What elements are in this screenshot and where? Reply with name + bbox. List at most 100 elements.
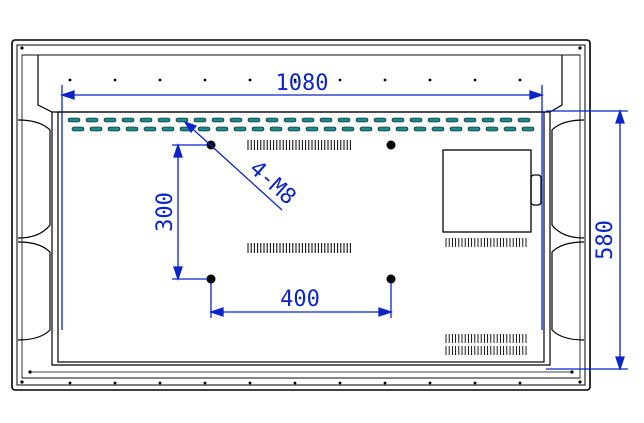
bezel-dot <box>113 78 117 82</box>
vent-slot <box>409 117 423 123</box>
corner-dot <box>570 370 574 374</box>
height-label: 580 <box>593 220 618 260</box>
vent-slot <box>139 117 153 123</box>
bezel-dot <box>518 78 522 82</box>
vent-slot <box>211 117 225 123</box>
vent-slot <box>175 117 189 123</box>
vent-slot <box>121 117 135 123</box>
vent-slot <box>287 126 301 132</box>
top-vent-slots <box>67 117 535 132</box>
bezel-dot <box>428 78 432 82</box>
corner-dot <box>20 380 24 384</box>
dimension-labels: 1080 580 400 300 4-M8 <box>153 71 618 312</box>
vesa-mount-holes <box>206 140 396 284</box>
corner-dot <box>578 46 582 50</box>
bezel-dot <box>383 78 387 82</box>
bezel-dot <box>338 381 342 385</box>
vent-strip-lower <box>247 243 351 253</box>
inner-frame <box>30 55 572 373</box>
bezel-dot <box>473 381 477 385</box>
vent-slot <box>125 126 139 132</box>
vent-slot <box>247 117 261 123</box>
vent-slot <box>85 117 99 123</box>
vent-slot <box>359 126 373 132</box>
corner-dot <box>28 370 32 374</box>
bezel-dot <box>203 381 207 385</box>
vent-slot <box>157 117 171 123</box>
vent-strip-upper <box>247 140 351 150</box>
vent-slot <box>67 117 81 123</box>
vent-slot <box>449 126 463 132</box>
dimension-lines <box>59 85 628 372</box>
vent-slot <box>319 117 333 123</box>
vent-slot <box>521 126 535 132</box>
vent-slot <box>301 117 315 123</box>
middle-vent-strips <box>247 140 351 253</box>
vent-slot <box>89 126 103 132</box>
vent-slot <box>251 126 265 132</box>
vent-slot <box>355 117 369 123</box>
vent-slot <box>215 126 229 132</box>
bezel-dot <box>248 78 252 82</box>
vent-slot <box>467 126 481 132</box>
bezel-dot <box>68 78 72 82</box>
vent-slot <box>391 117 405 123</box>
vent-slot <box>517 117 531 123</box>
bezel-dot <box>383 381 387 385</box>
vesa-horizontal-label: 400 <box>280 287 320 312</box>
vent-slot <box>377 126 391 132</box>
vent-slot <box>233 126 247 132</box>
io-panel-box <box>442 149 542 355</box>
vesa-hole-top-right <box>386 140 396 150</box>
bezel-dot <box>68 381 72 385</box>
bezel-dot <box>338 78 342 82</box>
width-label: 1080 <box>276 71 329 96</box>
bezel-dot <box>248 381 252 385</box>
vent-slot <box>413 126 427 132</box>
vent-slot <box>431 126 445 132</box>
vent-slot <box>269 126 283 132</box>
vent-slot <box>103 117 117 123</box>
vesa-horizontal-dimension <box>208 283 394 318</box>
vent-slot <box>373 117 387 123</box>
bezel-dot <box>518 381 522 385</box>
vent-slot <box>107 126 121 132</box>
width-dimension <box>59 85 545 330</box>
vent-slot <box>143 126 157 132</box>
vent-slot <box>337 117 351 123</box>
corner-dot <box>578 380 582 384</box>
bezel-dot <box>293 381 297 385</box>
vent-slot <box>197 126 211 132</box>
vent-slot <box>265 117 279 123</box>
bezel-dot <box>203 78 207 82</box>
bezel-dot <box>113 381 117 385</box>
vesa-vertical-dimension <box>172 142 207 282</box>
vent-slot <box>463 117 477 123</box>
vent-slot <box>323 126 337 132</box>
vent-slot <box>283 117 297 123</box>
vesa-hole-bottom-left <box>206 274 216 284</box>
vent-slot <box>503 126 517 132</box>
vesa-vertical-label: 300 <box>153 192 178 232</box>
vent-slot <box>161 126 175 132</box>
vent-slot <box>229 117 243 123</box>
vent-slot <box>427 117 441 123</box>
outer-frame <box>11 39 591 391</box>
bezel-dot <box>473 78 477 82</box>
bezel-screw-dots <box>20 46 582 385</box>
bezel-dot <box>428 381 432 385</box>
vent-slot <box>481 117 495 123</box>
vent-slot <box>305 126 319 132</box>
vent-slot <box>71 126 85 132</box>
io-panel-vents <box>445 238 527 355</box>
vent-slot <box>485 126 499 132</box>
vent-slot <box>445 117 459 123</box>
vent-slot <box>395 126 409 132</box>
vent-slot <box>341 126 355 132</box>
vesa-hole-bottom-right <box>386 274 396 284</box>
vent-slot <box>499 117 513 123</box>
screw-leader <box>183 120 283 211</box>
bezel-dot <box>158 78 162 82</box>
